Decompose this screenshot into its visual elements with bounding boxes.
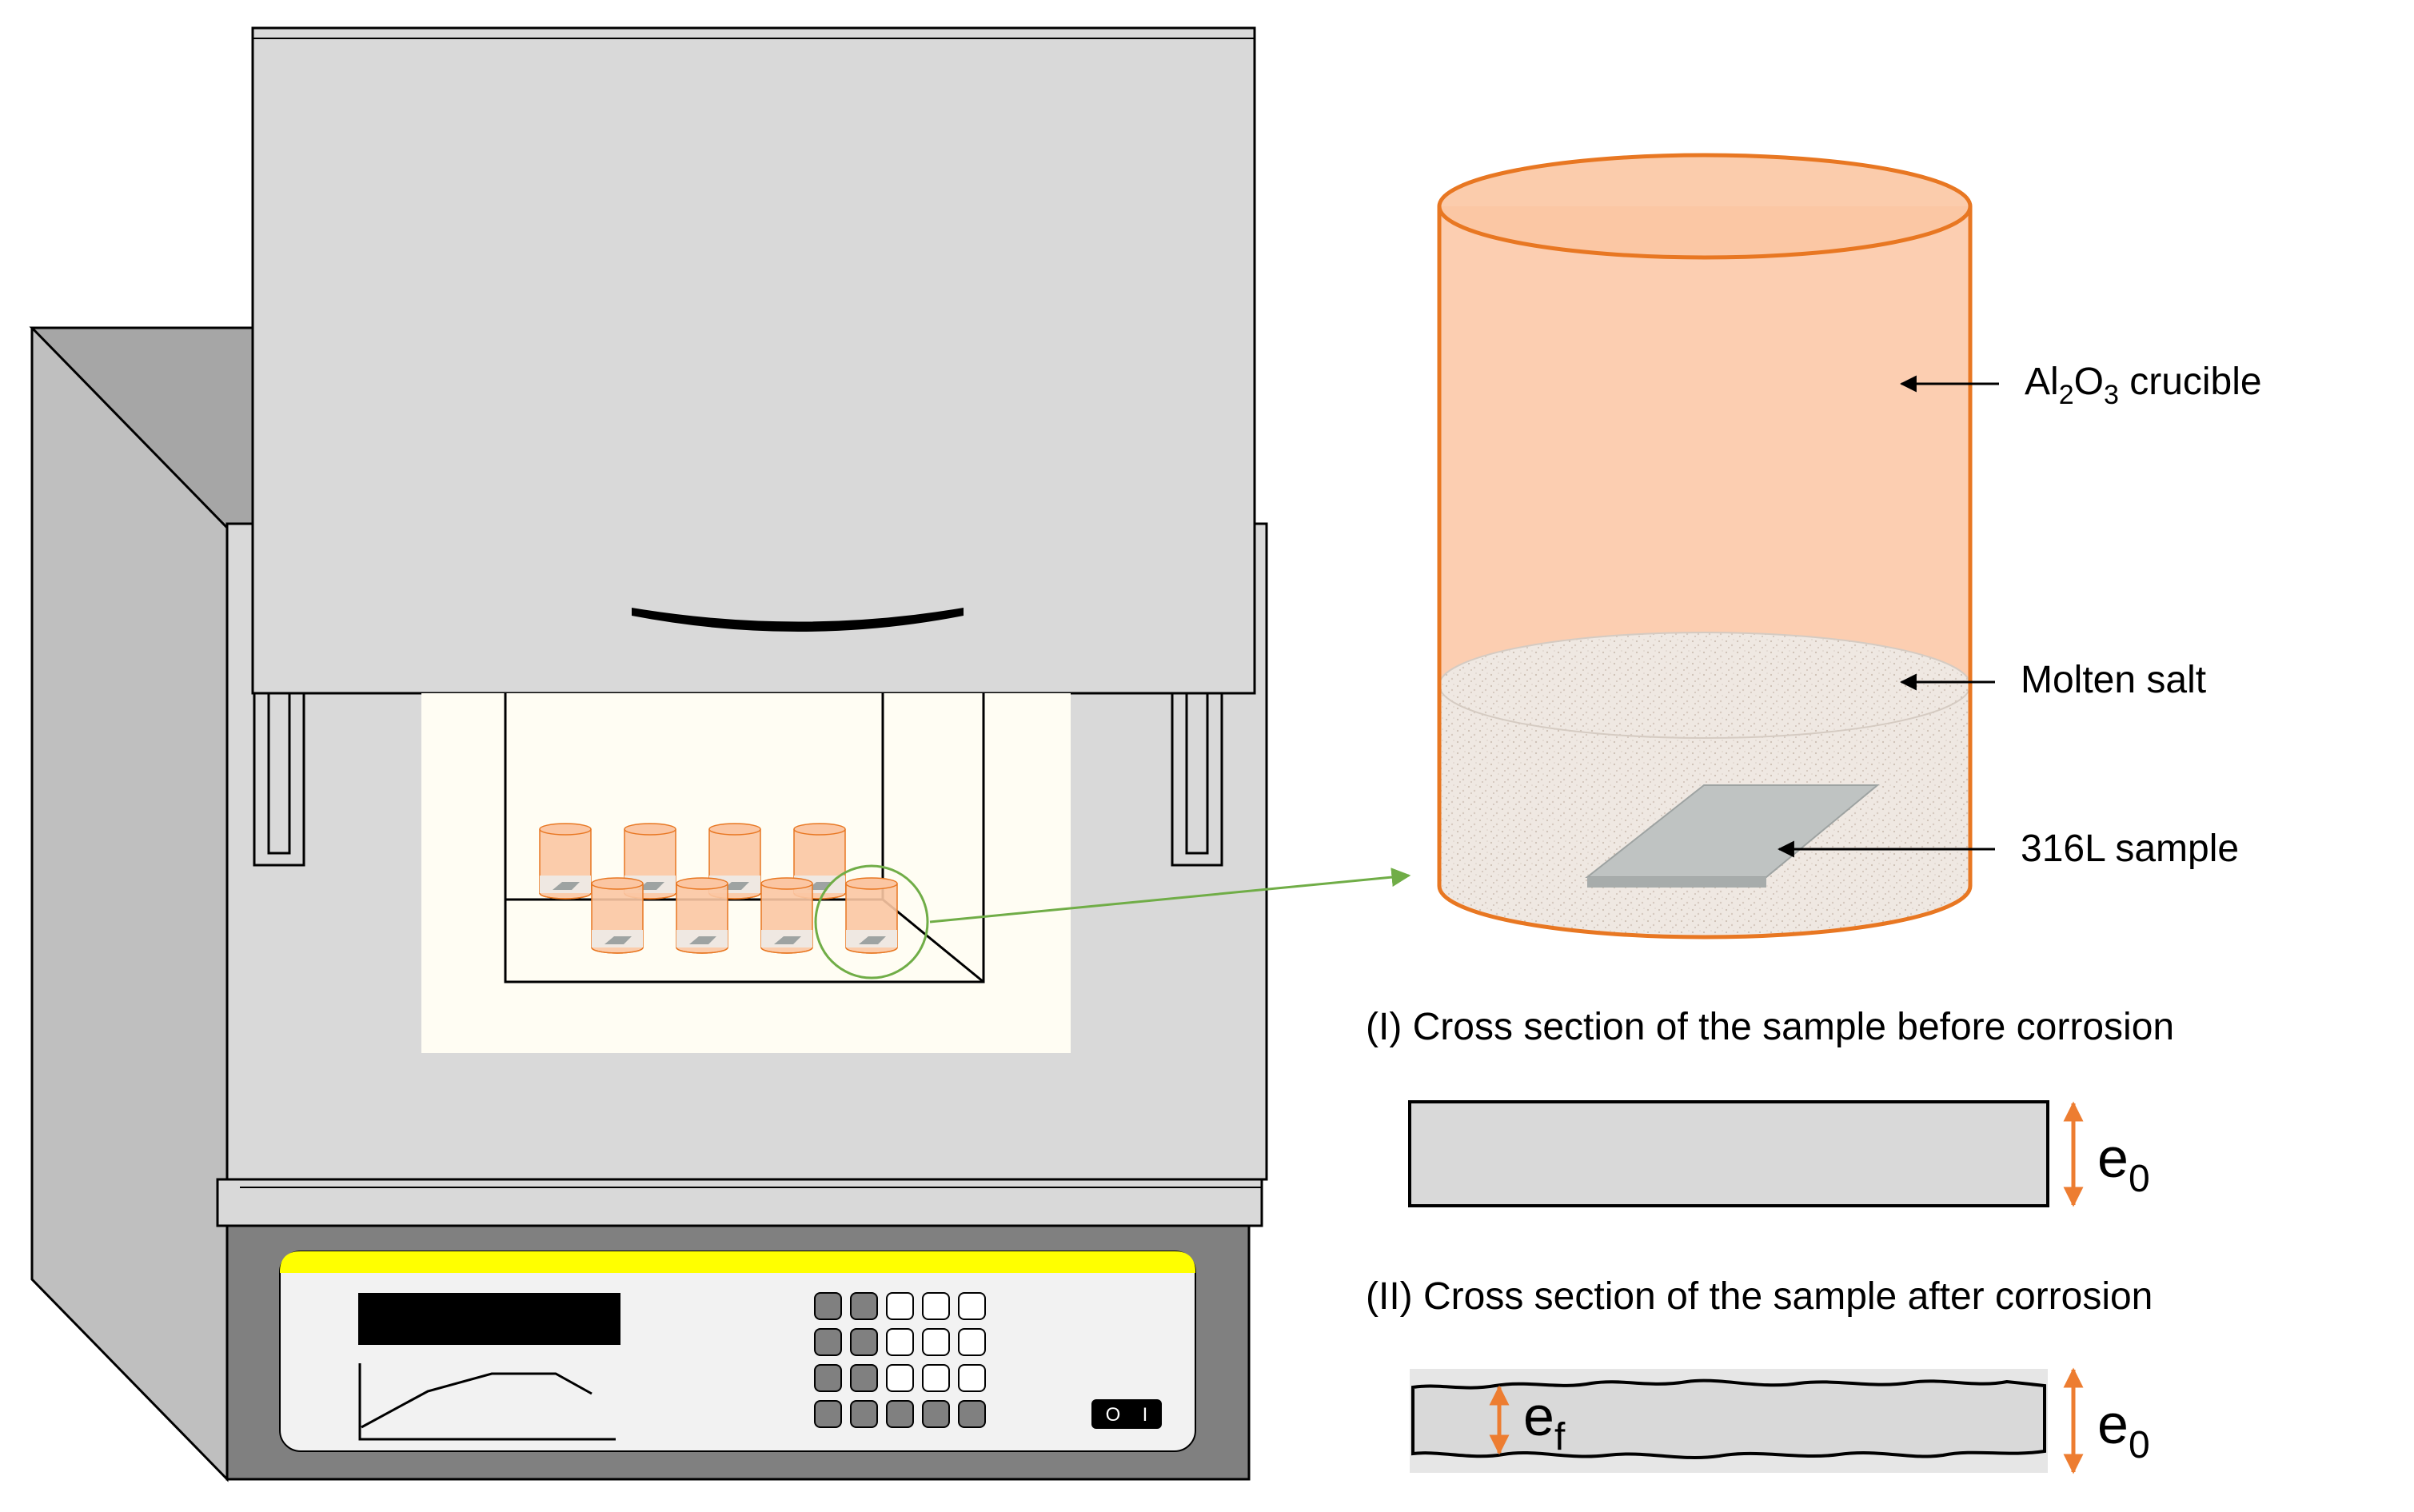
keypad-key[interactable] (922, 1364, 950, 1392)
cross-section-after-caption: (II) Cross section of the sample after c… (1366, 1275, 2153, 1318)
keypad-key[interactable] (922, 1292, 950, 1320)
keypad (814, 1292, 986, 1428)
svg-text:e0: e0 (2097, 1393, 2150, 1466)
svg-text:Al2O3 crucible: Al2O3 crucible (2025, 361, 2262, 410)
svg-text:ef: ef (1523, 1385, 1566, 1458)
temperature-profile-graph (358, 1363, 616, 1441)
crucible-label-sub1: 2 (2059, 380, 2074, 410)
callout-circle (814, 864, 929, 979)
small-crucible (760, 877, 813, 954)
keypad-key[interactable] (886, 1400, 914, 1428)
molten-salt-label: Molten salt (1899, 659, 2206, 701)
control-panel (279, 1251, 1196, 1452)
small-crucible (676, 877, 728, 954)
small-crucible (845, 877, 898, 954)
callout-arrow (929, 868, 1411, 924)
keypad-key[interactable] (814, 1292, 842, 1320)
keypad-key[interactable] (958, 1292, 986, 1320)
keypad-key[interactable] (958, 1328, 986, 1356)
crucible-detail (1437, 153, 1973, 940)
keypad-key[interactable] (922, 1328, 950, 1356)
furnace-side-panel (30, 326, 229, 1482)
e0-after-base: e (2097, 1393, 2129, 1455)
keypad-key[interactable] (850, 1328, 878, 1356)
power-off-symbol: O (1106, 1404, 1121, 1426)
crucible-label-suffix: crucible (2119, 361, 2262, 403)
keypad-key[interactable] (958, 1400, 986, 1428)
crucible-outline (1437, 206, 1973, 940)
keypad-key[interactable] (814, 1364, 842, 1392)
keypad-key[interactable] (850, 1364, 878, 1392)
furnace: O I (29, 26, 1411, 1482)
display-screen (358, 1293, 620, 1345)
door-support-right (1171, 692, 1223, 867)
cross-section-before-caption: (I) Cross section of the sample before c… (1366, 1006, 2174, 1048)
keypad-key[interactable] (958, 1364, 986, 1392)
furnace-door (251, 26, 1256, 695)
sample-label: 316L sample (1777, 828, 2239, 870)
keypad-key[interactable] (814, 1328, 842, 1356)
panel-strip (280, 1251, 1195, 1273)
cross-section-before: (I) Cross section of the sample before c… (1366, 1006, 2174, 1207)
svg-text:e0: e0 (2097, 1127, 2150, 1200)
small-crucible (591, 877, 644, 954)
keypad-key[interactable] (886, 1292, 914, 1320)
sample-text: 316L sample (2021, 828, 2239, 870)
ef-sub: f (1554, 1416, 1566, 1458)
keypad-key[interactable] (922, 1400, 950, 1428)
keypad-key[interactable] (850, 1292, 878, 1320)
corroded-section (1411, 1378, 2046, 1459)
crucible-label: Al2O3 crucible (1899, 361, 2262, 410)
crucible-rim (1437, 153, 1973, 260)
crucible-label-mid: O (2074, 361, 2104, 403)
keypad-key[interactable] (814, 1400, 842, 1428)
power-switch[interactable]: O I (1091, 1399, 1162, 1429)
e0-before-sub: 0 (2129, 1158, 2150, 1200)
power-on-symbol: I (1143, 1404, 1148, 1426)
door-handle[interactable] (632, 608, 964, 632)
cross-section-after: (II) Cross section of the sample after c… (1366, 1275, 2153, 1474)
crucible-label-sub2: 3 (2104, 380, 2119, 410)
molten-salt-text: Molten salt (2021, 659, 2206, 701)
furnace-ledge (216, 1178, 1263, 1227)
door-support-left (253, 692, 305, 867)
chamber-crucibles (539, 823, 898, 954)
cross-section-before-bar (1408, 1100, 2049, 1207)
e0-after-sub: 0 (2129, 1424, 2150, 1466)
keypad-key[interactable] (886, 1328, 914, 1356)
keypad-key[interactable] (886, 1364, 914, 1392)
ef-base: e (1523, 1385, 1554, 1447)
small-crucible (539, 823, 592, 900)
e0-before-base: e (2097, 1127, 2129, 1189)
keypad-key[interactable] (850, 1400, 878, 1428)
crucible-label-prefix: Al (2025, 361, 2059, 403)
